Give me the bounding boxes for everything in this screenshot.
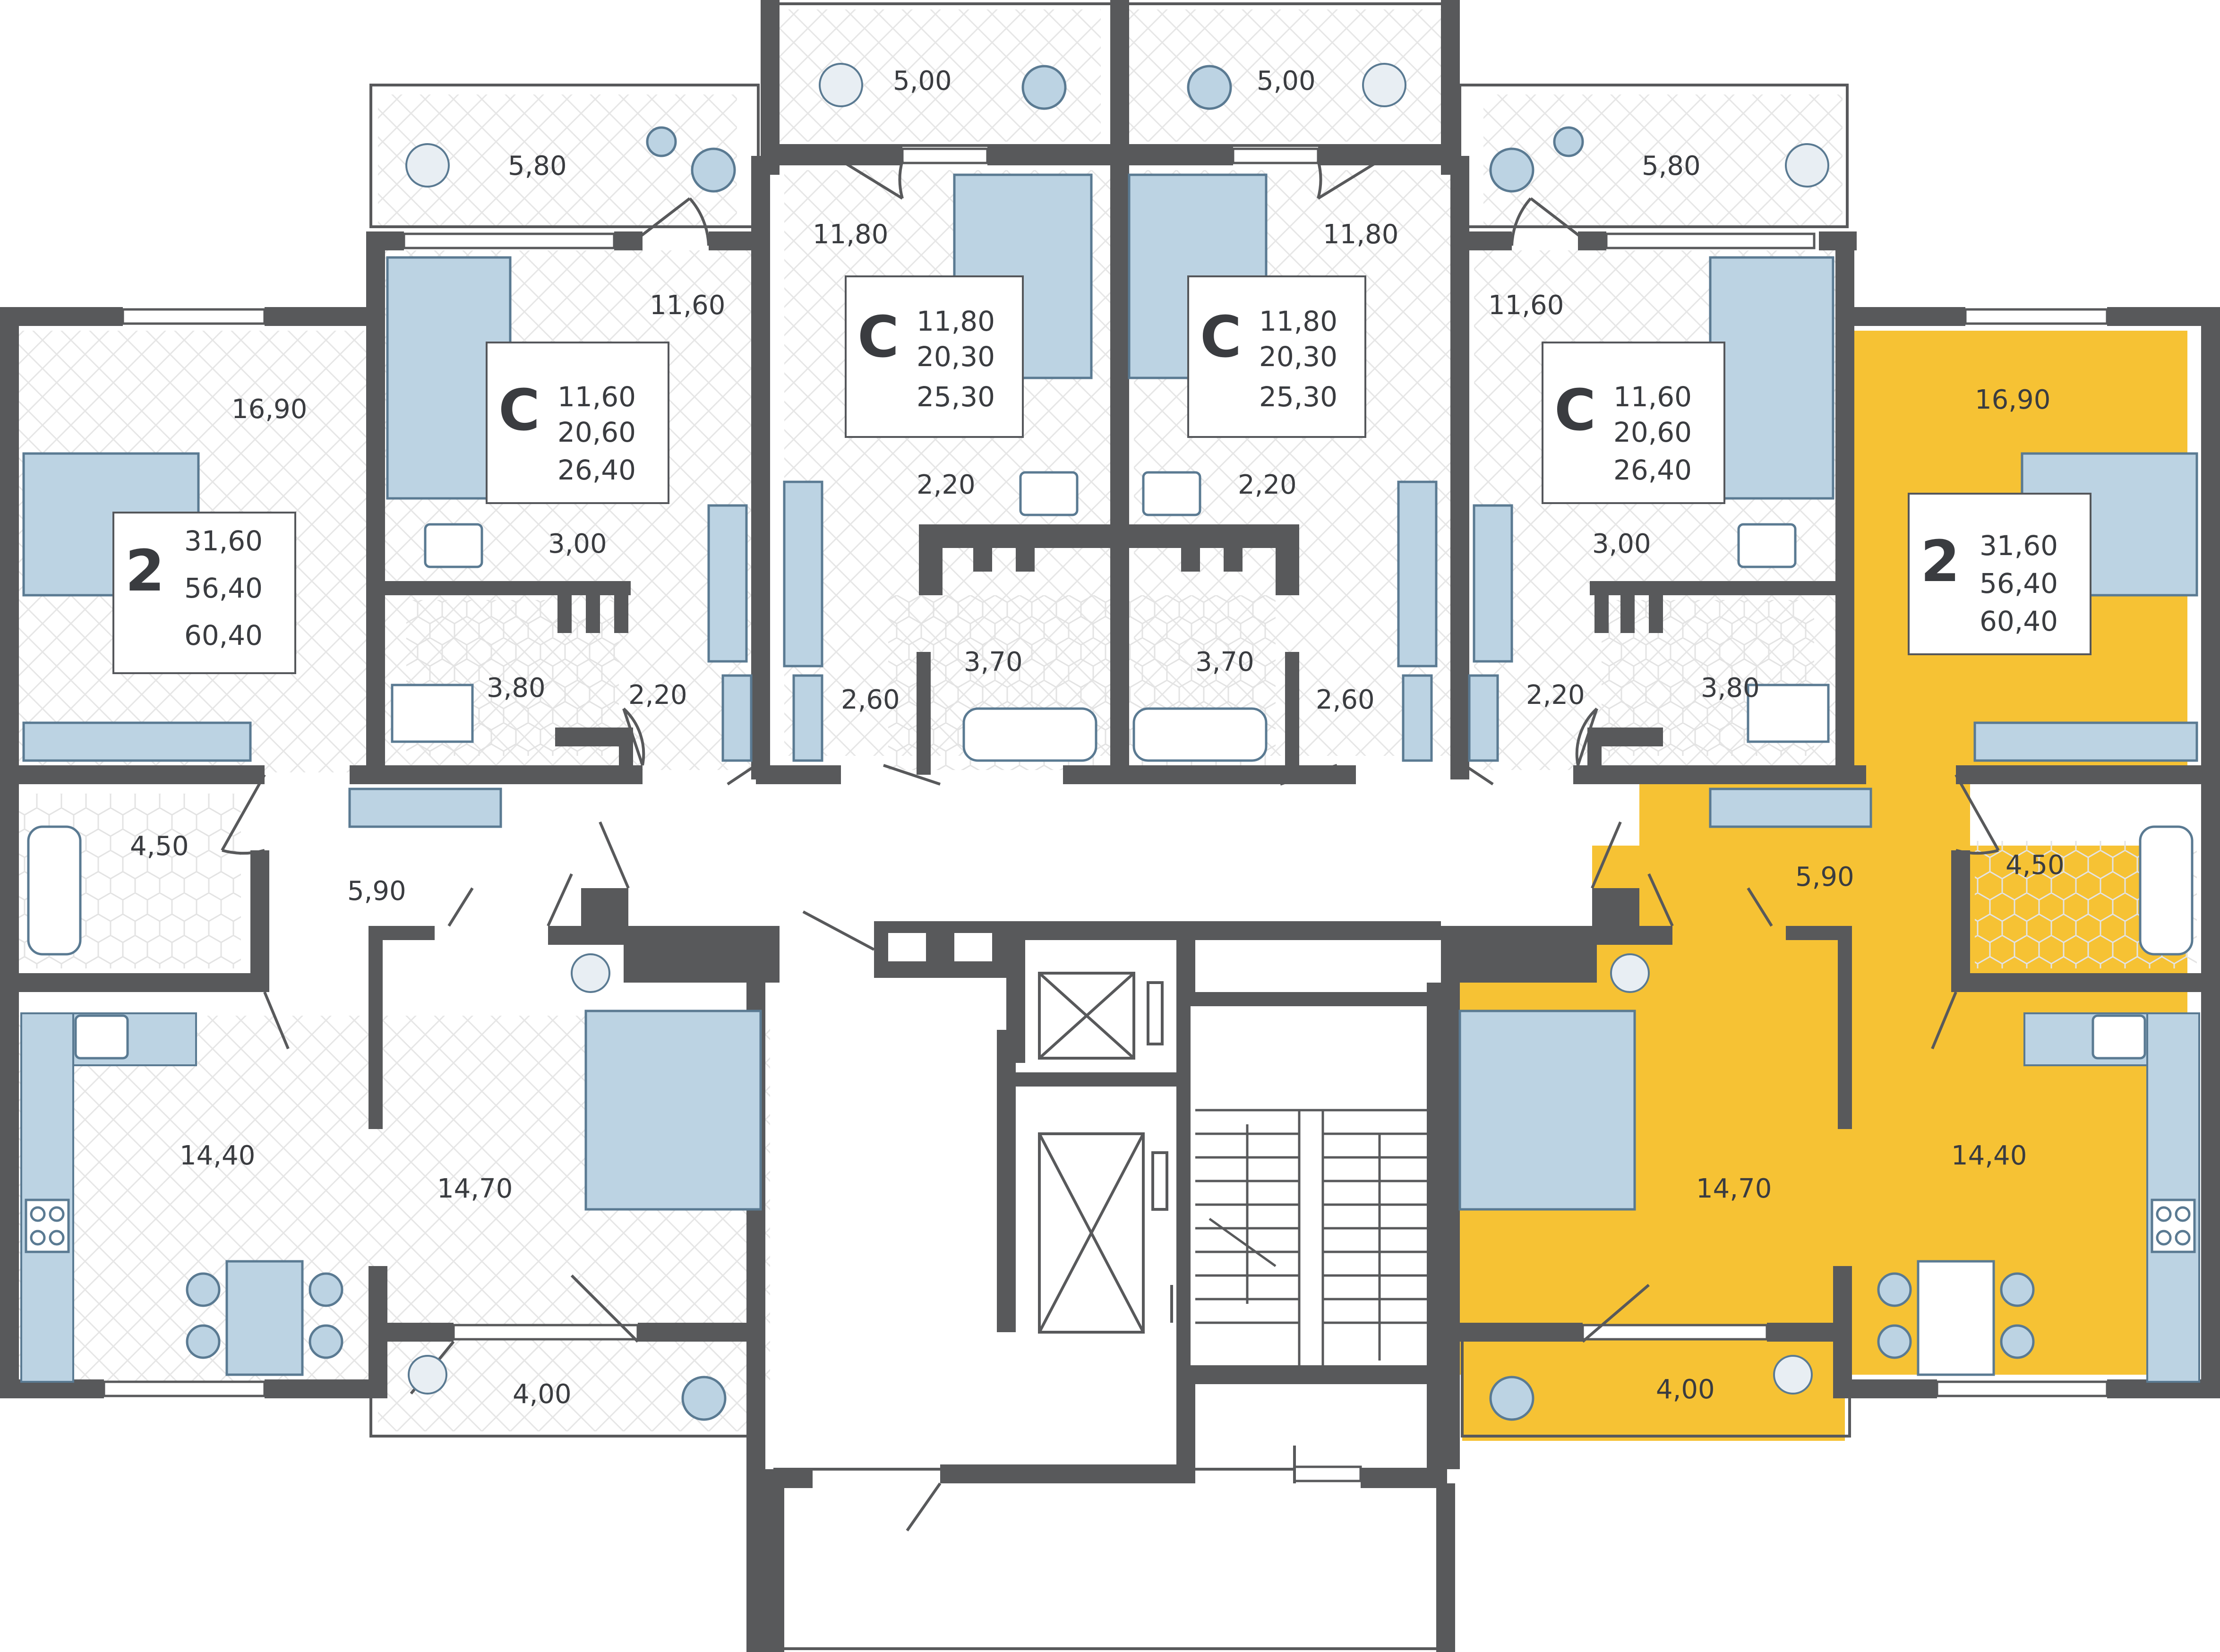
total-area: 20,30	[1259, 341, 1337, 373]
area-studio-mid-left-room: 11,80	[813, 219, 888, 250]
area-bal-bottom-right: 4,00	[1656, 1374, 1715, 1405]
area-left-living: 14,70	[437, 1173, 513, 1204]
apartment-type: С	[1554, 378, 1596, 444]
total-area-with-balcony: 26,40	[557, 454, 636, 486]
floor-patterns	[19, 9, 2197, 1431]
total-area-with-balcony: 25,30	[917, 381, 995, 413]
apartment-type: 2	[1920, 529, 1960, 595]
area-right-bath: 4,50	[2006, 850, 2065, 881]
area-bal-top-mid-right: 5,00	[1257, 66, 1316, 96]
windows	[103, 147, 2109, 1482]
area-left-bedroom: 16,90	[231, 394, 307, 425]
total-area-with-balcony: 25,30	[1259, 381, 1337, 413]
total-area: 20,30	[917, 341, 995, 373]
area-bal-top-mid-left: 5,00	[893, 66, 952, 96]
area-hall-left-studio: 3,00	[548, 529, 607, 559]
area-bath-mid-right: 3,70	[1195, 647, 1254, 677]
area-corr-mid-right: 2,60	[1316, 685, 1375, 715]
total-area-with-balcony: 60,40	[1980, 605, 2058, 637]
balcony-chairs	[646, 65, 1584, 1421]
living-area: 11,60	[557, 381, 636, 413]
sink-icons	[74, 471, 2146, 1060]
area-bal-bottom-left: 4,00	[513, 1379, 572, 1410]
apartment-card-mid-left-studio: С 11,80 20,30 25,30	[845, 275, 1024, 438]
area-studio-right-room: 11,60	[1488, 290, 1564, 321]
dining-tables	[186, 1260, 2035, 1376]
living-area: 31,60	[184, 525, 263, 557]
area-right-bedroom: 16,90	[1975, 385, 2050, 415]
area-left-hall: 5,90	[347, 876, 406, 907]
area-left-bath: 4,50	[130, 831, 189, 862]
apartment-type: С	[857, 305, 899, 370]
stairs	[1195, 1109, 1427, 1376]
radiators	[22, 480, 2198, 828]
area-hall-mid-right: 2,20	[1238, 470, 1297, 500]
total-area: 20,60	[1613, 416, 1692, 448]
area-studio-mid-right-room: 11,80	[1323, 219, 1398, 250]
apartment-card-right-studio: С 11,60 20,60 26,40	[1542, 342, 1725, 504]
apartment-card-mid-right-studio: С 11,80 20,30 25,30	[1187, 275, 1366, 438]
living-area: 11,80	[1259, 305, 1337, 337]
area-bath-right-studio: 3,80	[1701, 673, 1760, 703]
apartment-card-left-studio: С 11,60 20,60 26,40	[486, 342, 669, 504]
area-corr-right-studio: 2,20	[1526, 680, 1585, 710]
area-corr-mid-left: 2,60	[841, 685, 900, 715]
total-area: 20,60	[557, 416, 636, 448]
area-corr-left-studio: 2,20	[628, 680, 687, 710]
stove-icons	[25, 1198, 2196, 1253]
plants	[405, 63, 1829, 1395]
area-right-living: 14,70	[1696, 1173, 1772, 1204]
area-bath-left-studio: 3,80	[487, 673, 546, 703]
area-right-hall: 5,90	[1795, 862, 1854, 892]
apartment-card-left-2room: 2 31,60 56,40 60,40	[112, 512, 296, 674]
apartment-type: С	[498, 378, 540, 444]
elevators	[1038, 972, 1168, 1334]
apartment-cards: 2 31,60 56,40 60,40 С 11,60 20,60 26,40 …	[112, 275, 2091, 674]
apartment-type: 2	[125, 539, 165, 604]
total-area: 56,40	[184, 572, 263, 604]
total-area-with-balcony: 26,40	[1613, 454, 1692, 486]
living-area: 31,60	[1980, 530, 2058, 562]
area-bal-top-left: 5,80	[508, 151, 567, 181]
area-studio-left-room: 11,60	[650, 290, 725, 321]
area-hall-mid-left: 2,20	[917, 470, 976, 500]
living-area: 11,60	[1613, 381, 1692, 413]
area-left-kitchen: 14,40	[180, 1140, 255, 1171]
room-area-labels: 5,00 5,00 5,80 5,80 11,80 11,80 11,60 11…	[130, 66, 2065, 1410]
area-right-kitchen: 14,40	[1951, 1140, 2027, 1171]
total-area-with-balcony: 60,40	[184, 619, 263, 651]
area-hall-right-studio: 3,00	[1592, 529, 1651, 559]
living-area: 11,80	[917, 305, 995, 337]
total-area: 56,40	[1980, 567, 2058, 599]
area-bath-mid-left: 3,70	[964, 647, 1023, 677]
apartment-type: С	[1200, 305, 1242, 370]
bath-fixtures	[27, 684, 2194, 956]
area-bal-top-right: 5,80	[1642, 151, 1701, 181]
apartment-card-right-2room: 2 31,60 56,40 60,40	[1908, 493, 2091, 655]
